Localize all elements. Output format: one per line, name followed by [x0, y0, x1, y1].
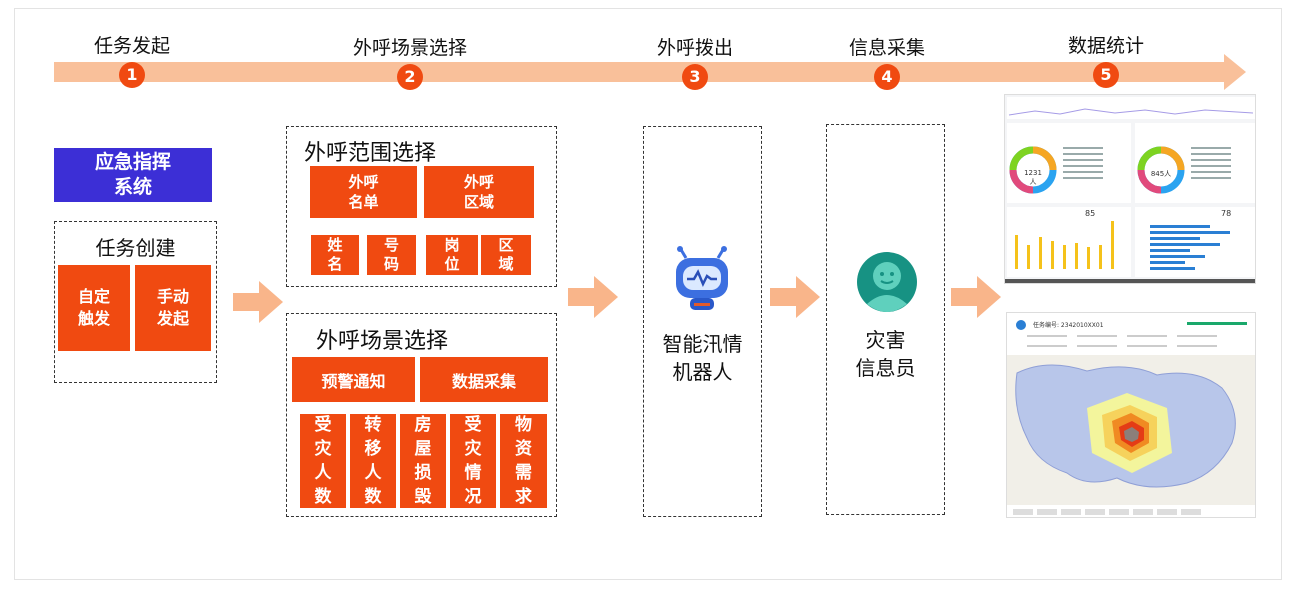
robot-icon: [672, 246, 732, 312]
house-damage-box: 房屋损毁: [400, 414, 446, 508]
donut-value-2: 845人: [1150, 170, 1172, 178]
name-field-box: 姓名: [311, 235, 359, 275]
manual-start-box: 手动发起: [135, 265, 211, 351]
step-label: 信息采集: [848, 37, 925, 59]
step-3: 外呼拨出 3: [640, 33, 750, 90]
robot-box: [643, 126, 762, 517]
disaster-status-box: 受灾情况: [450, 414, 496, 508]
call-range-title: 外呼范围选择: [304, 141, 437, 166]
auto-trigger-box: 自定触发: [58, 265, 130, 351]
step-1: 任务发起 1: [80, 31, 184, 88]
diagram-frame: [14, 8, 1282, 580]
robot-label-line1: 智能汛情: [662, 332, 743, 356]
robot-label-line2: 机器人: [672, 360, 733, 384]
call-region-box: 外呼区域: [424, 166, 534, 218]
step-2: 外呼场景选择 2: [345, 33, 475, 90]
donut-value-1: 1231人: [1024, 169, 1042, 186]
call-scene-title: 外呼场景选择: [316, 329, 449, 354]
step-label: 数据统计: [1067, 35, 1144, 57]
robot-label: 智能汛情 机器人: [643, 330, 762, 386]
call-list-box: 外呼名单: [310, 166, 417, 218]
step-4: 信息采集 4: [833, 33, 941, 90]
area-field-box: 区域: [481, 235, 531, 275]
collector-label-line1: 灾害: [865, 328, 906, 352]
data-collect-box: 数据采集: [420, 357, 548, 402]
phone-field-box: 号码: [367, 235, 416, 275]
position-field-box: 岗位: [426, 235, 478, 275]
step-number-badge: 3: [682, 64, 708, 90]
step-label: 任务发起: [93, 35, 170, 57]
collector-box: [826, 124, 945, 515]
dashboard-screenshot: 1231人 845人 85 78: [1004, 94, 1256, 284]
process-timeline-arrowhead: [1224, 54, 1246, 90]
affected-people-box: 受灾人数: [300, 414, 346, 508]
collector-label: 灾害 信息员: [826, 326, 945, 382]
supply-needs-box: 物资需求: [500, 414, 547, 508]
person-avatar-icon: [857, 252, 917, 312]
map-task-header: 任务编号: 2342010XX01: [1033, 322, 1104, 329]
task-create-title: 任务创建: [95, 236, 176, 260]
process-timeline-arrow: [54, 62, 1226, 82]
step-label: 外呼场景选择: [352, 37, 467, 59]
collector-label-line2: 信息员: [855, 356, 916, 380]
emergency-system-box: 应急指挥系统: [54, 148, 212, 202]
step-label: 外呼拨出: [656, 37, 733, 59]
step-number-badge: 5: [1093, 62, 1119, 88]
step-number-badge: 2: [397, 64, 423, 90]
step-number-badge: 1: [119, 62, 145, 88]
warning-notice-box: 预警通知: [292, 357, 415, 402]
relocated-people-box: 转移人数: [350, 414, 396, 508]
step-5: 数据统计 5: [1052, 31, 1160, 88]
map-screenshot: 任务编号: 2342010XX01: [1006, 312, 1256, 518]
stat-value-2: 78: [1221, 209, 1232, 218]
stat-value-1: 85: [1085, 209, 1096, 218]
step-number-badge: 4: [874, 64, 900, 90]
